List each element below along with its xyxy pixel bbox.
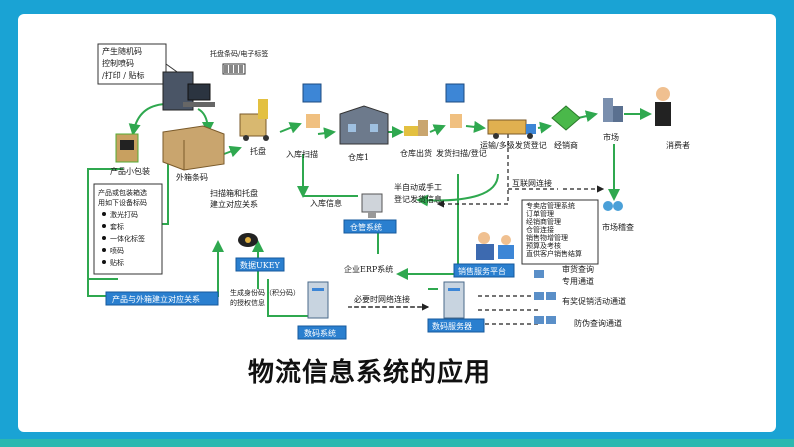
methods-list: 激光打码 套标 一体化标签 喷码 贴标	[102, 210, 145, 267]
gen-auth-line-1: 生成身份码（积分码）	[230, 288, 300, 297]
promo-label: 有奖促销活动通道	[562, 296, 626, 306]
small-pack-label: 产品小包装	[110, 166, 150, 176]
code-system-label: 数码系统	[304, 328, 336, 338]
inbound-info-label: 入库信息	[310, 198, 342, 208]
code-system-server-icon	[307, 281, 329, 319]
outer-code-label: 外箱条码	[176, 172, 208, 182]
code-server-label: 数码服务器	[432, 321, 472, 331]
generate-box	[97, 43, 167, 85]
logistics-diagram: 产生随机码 控制喷码 /打印 / 贴标 托盘条码/电子标签 产品小包装 外箱条码…	[87, 43, 690, 340]
forklift-icon	[404, 120, 428, 136]
ship-scan-label: 发货扫描/登记	[436, 148, 487, 158]
anti-fake-label: 防伪查询通道	[574, 318, 622, 328]
bottom-bar	[0, 439, 794, 447]
pallet-label: 托盘	[250, 146, 266, 156]
method-item: 贴标	[110, 258, 124, 267]
sales-item: 预算及考核	[526, 241, 561, 250]
code-server-button[interactable]	[427, 318, 485, 333]
market-label: 市场	[603, 132, 619, 142]
code-server-icon	[443, 281, 465, 319]
outer-box-icon	[162, 125, 225, 171]
erp-label: 企业ERP系统	[344, 264, 393, 274]
gen-auth-line-2: 的授权信息	[230, 298, 265, 307]
code-system-button[interactable]	[297, 325, 347, 340]
inbound-terminal-icon	[302, 83, 322, 128]
assoc-label: 产品与外箱建立对应关系	[112, 294, 200, 304]
ukey-label: 数据UKEY	[240, 260, 281, 270]
review-line-1: 审货查询	[562, 264, 594, 274]
generate-line-1: 产生随机码	[102, 46, 142, 56]
warehouse-out-label: 仓库出货	[400, 148, 432, 158]
scan-assoc-line-2: 建立对应关系	[210, 199, 258, 209]
sales-item: 经销商管理	[526, 217, 561, 226]
inbound-scan-label: 入库扫描	[286, 149, 318, 159]
method-item: 激光打码	[110, 210, 138, 219]
internet-label: 互联网连接	[512, 178, 552, 188]
assoc-button[interactable]	[105, 291, 219, 306]
transport-label: 运输/多级发货登记	[480, 140, 547, 150]
dealer-label: 经销商	[554, 140, 578, 150]
pallet-forklift-icon	[239, 99, 269, 141]
sales-platform-label: 销售服务平台	[458, 266, 506, 276]
slide-title: 物流信息系统的应用	[248, 358, 492, 388]
sales-item: 销售物增管理	[526, 233, 568, 242]
method-item: 套标	[110, 222, 124, 231]
method-item: 喷码	[110, 246, 124, 255]
network-label: 必要时网络连接	[354, 294, 410, 304]
sales-items-list: 专卖店管理系统 订单管理 经销商管理 仓管连接 销售物增管理 预算及考核 直供客…	[526, 201, 582, 258]
small-pack-icon	[115, 133, 139, 163]
pack-info-line-1: 产品或包装箱选	[98, 188, 147, 197]
warehouse-pc-icon	[361, 193, 383, 218]
warehouse1-label: 仓库1	[348, 152, 369, 162]
slide: 产生随机码 控制喷码 /打印 / 贴标 托盘条码/电子标签 产品小包装 外箱条码…	[18, 14, 776, 432]
method-item: 一体化标签	[110, 234, 145, 243]
warehouse-sys-label: 仓管系统	[350, 222, 382, 232]
warehouse-sys-button[interactable]	[343, 219, 397, 234]
pack-info-line-2: 用如下设备标码	[98, 198, 147, 207]
ukey-icon	[238, 233, 258, 247]
operators-icon	[476, 232, 514, 260]
market-check-icon	[603, 201, 623, 211]
dashed-links	[348, 134, 605, 325]
scan-assoc-line-1: 扫描箱和托盘	[210, 188, 258, 198]
pack-info-box	[93, 183, 163, 275]
ship-terminal-icon	[445, 83, 465, 128]
dealer-icon	[551, 105, 581, 131]
generate-line-3: /打印 / 贴标	[102, 70, 144, 80]
warehouse-icon	[339, 105, 389, 145]
consumer-label: 消费者	[666, 140, 690, 150]
barcode-icon	[222, 63, 246, 75]
ukey-button[interactable]	[235, 257, 285, 272]
review-line-2: 专用通道	[562, 276, 594, 286]
sales-item: 仓管连接	[526, 225, 554, 234]
tag-label: 托盘条码/电子标签	[210, 49, 268, 58]
sales-item: 订单管理	[526, 209, 554, 218]
consumer-icon	[655, 87, 671, 126]
sales-items-box	[521, 199, 599, 265]
sales-platform-button[interactable]	[453, 263, 515, 278]
semi-auto-line-2: 登记发货信息	[394, 194, 442, 204]
generate-line-2: 控制喷码	[102, 58, 134, 68]
sales-item: 专卖店管理系统	[526, 201, 575, 210]
sales-item: 直供客户销售结算	[526, 249, 582, 258]
computer-icon	[162, 71, 215, 111]
truck-icon	[487, 119, 536, 139]
semi-auto-line-1: 半自动或手工	[394, 182, 442, 192]
market-check-label: 市场稽查	[602, 222, 634, 232]
market-icon	[603, 98, 623, 122]
phone-icons	[534, 270, 556, 324]
